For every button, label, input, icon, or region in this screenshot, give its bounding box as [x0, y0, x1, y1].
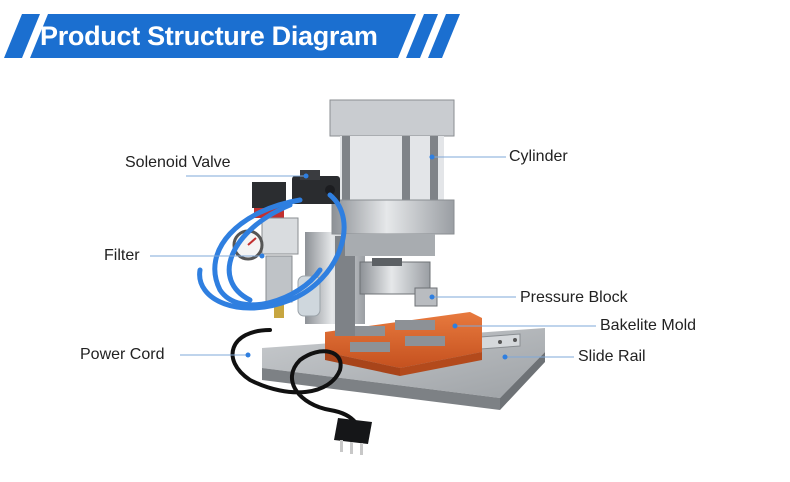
leader-dots [245, 154, 508, 360]
cylinder [329, 99, 455, 256]
label-bakelite-mold: Bakelite Mold [600, 317, 697, 334]
air-hose [197, 192, 347, 311]
label-cylinder: Cylinder [509, 148, 568, 165]
label-pressure-block: Pressure Block [520, 289, 628, 306]
title-banner: Product Structure Diagram [0, 14, 460, 58]
leader-lines [150, 156, 596, 358]
bakelite-mold [325, 312, 482, 376]
banner-shape [4, 14, 460, 58]
label-solenoid-valve: Solenoid Valve [125, 154, 231, 171]
pressure-block [359, 258, 438, 307]
power-cord [230, 328, 361, 442]
power-plug [334, 418, 372, 455]
label-power-cord: Power Cord [80, 346, 165, 363]
page-title: Product Structure Diagram [40, 21, 378, 51]
label-filter: Filter [104, 247, 140, 264]
solenoid-valve [292, 170, 340, 204]
label-slide-rail: Slide Rail [578, 348, 646, 365]
